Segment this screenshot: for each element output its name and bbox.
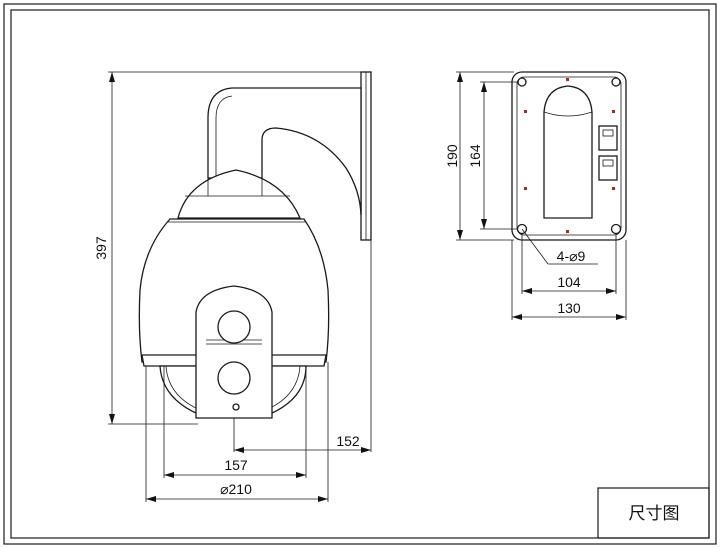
indicator-light-icon (232, 403, 240, 411)
mount-hole-bottom-right-icon (610, 223, 622, 235)
wall-mount-plate (360, 71, 372, 241)
dim-hole-spacing-horizontal: 104 (557, 274, 581, 290)
outer-border (3, 3, 717, 545)
connector-lower-icon (598, 155, 618, 181)
title-block: 尺寸图 (597, 487, 710, 539)
dome-cap (177, 169, 301, 219)
dim-height-total: 397 (93, 236, 109, 260)
lower-lens-icon (217, 361, 251, 395)
dim-lens-spacing: 157 (224, 457, 248, 473)
lens-module (195, 285, 273, 419)
dim-holes: 4-⌀9 (557, 248, 586, 264)
mount-plate-front-view (511, 71, 627, 241)
upper-lens-icon (217, 310, 251, 344)
dim-plate-height: 190 (444, 144, 460, 168)
side-view-dimensions: 397 152 157 ⌀210 (93, 71, 372, 502)
inner-border (10, 9, 710, 539)
mount-hole-top-right-icon (611, 77, 621, 87)
mounting-arm (207, 87, 362, 216)
dim-arm-reach: 152 (336, 433, 360, 449)
dim-plate-width: 130 (557, 300, 581, 316)
mount-hole-top-left-icon (517, 77, 527, 87)
connector-upper-icon (598, 125, 618, 151)
plate-dimensions: 190 164 4-⌀9 104 130 (444, 71, 627, 320)
camera-side-view (138, 71, 372, 419)
dim-dome-diameter: ⌀210 (220, 481, 252, 497)
dim-hole-spacing-vertical: 164 (467, 144, 483, 168)
title-block-label: 尺寸图 (629, 504, 680, 524)
